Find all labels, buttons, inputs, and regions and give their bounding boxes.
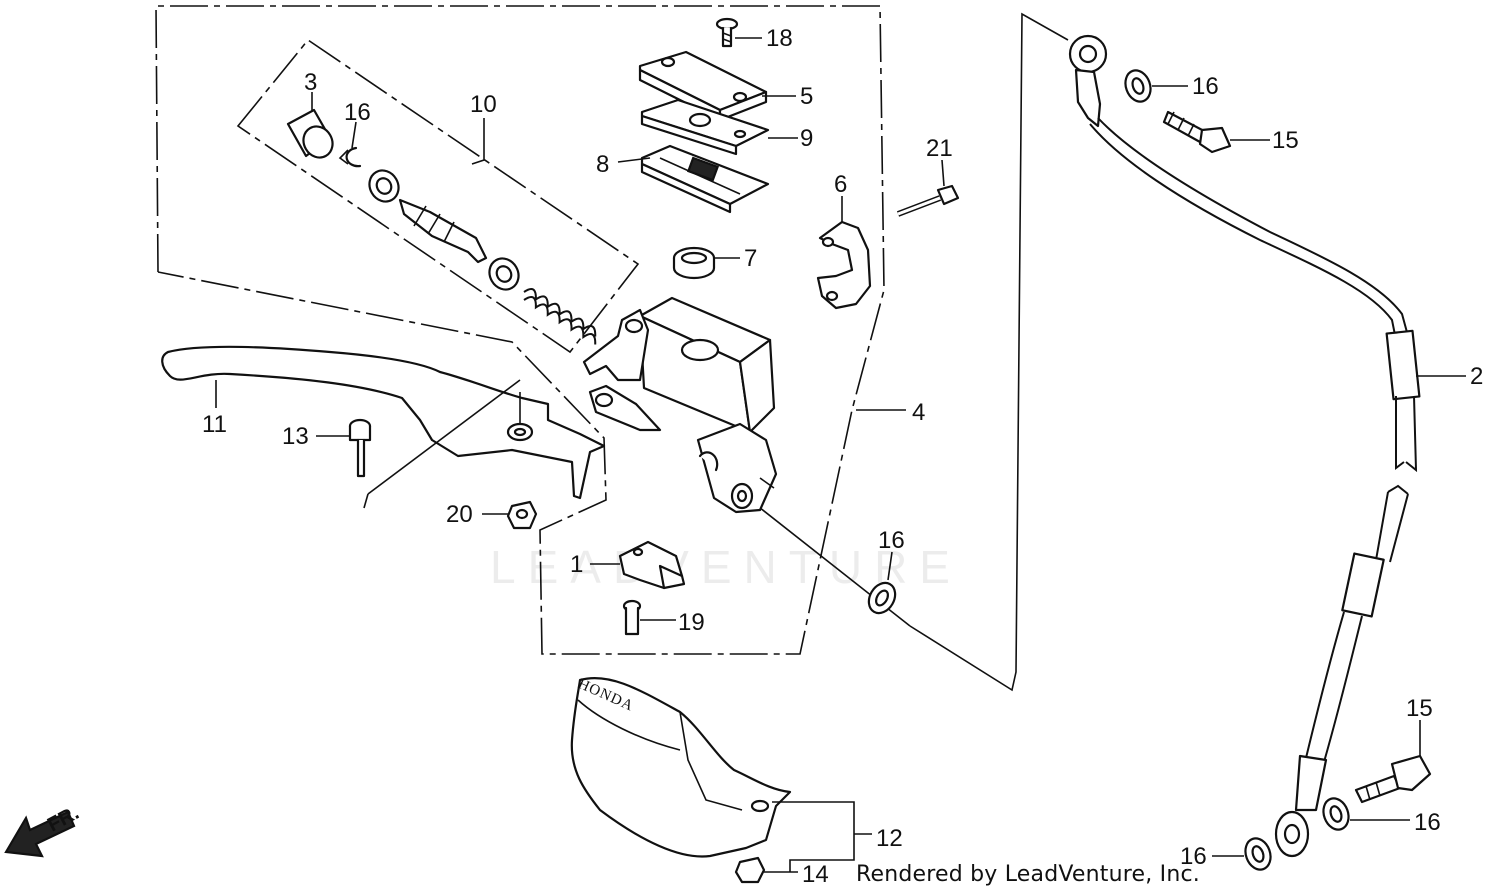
callout-2: 2 bbox=[1470, 363, 1483, 390]
lever-pivot-guide bbox=[367, 379, 521, 495]
cap-screw bbox=[715, 17, 739, 48]
brake-lever bbox=[161, 345, 606, 500]
callout-16-lower-left: 16 bbox=[1180, 843, 1207, 870]
front-direction-arrow: FR. bbox=[4, 802, 83, 858]
callout-16-upper: 16 bbox=[1192, 73, 1219, 100]
callout-17: 16 bbox=[344, 99, 371, 126]
diaphragm-plate bbox=[640, 98, 770, 156]
callout-21: 21 bbox=[926, 135, 953, 162]
piston-spring bbox=[523, 287, 597, 345]
hand-guard-nut bbox=[734, 856, 766, 884]
sealing-washer-middle bbox=[867, 581, 897, 615]
callout-8: 8 bbox=[596, 151, 609, 178]
holder-bolt bbox=[896, 184, 960, 217]
callout-16-middle: 16 bbox=[878, 527, 905, 554]
callout-20: 20 bbox=[446, 501, 473, 528]
sealing-washer-lower-left bbox=[1244, 837, 1272, 871]
watermark-text: LEADVENTURE bbox=[490, 541, 962, 593]
banjo-bolt-upper bbox=[1162, 110, 1232, 154]
callout-1: 1 bbox=[570, 551, 583, 578]
callout-14: 14 bbox=[802, 861, 829, 888]
switch-screw bbox=[622, 599, 642, 636]
brake-hose bbox=[1068, 34, 1421, 858]
sealing-washer-lower-right bbox=[1322, 797, 1350, 831]
lever-pivot-bolt bbox=[348, 418, 372, 478]
hand-guard bbox=[570, 676, 792, 858]
piston bbox=[398, 198, 488, 264]
banjo-bolt-lower bbox=[1354, 754, 1432, 804]
dust-boot bbox=[286, 108, 334, 159]
callout-labels: 3 16 10 18 5 9 8 7 6 21 16 15 2 4 11 13 … bbox=[202, 25, 1483, 888]
circlip bbox=[338, 146, 362, 168]
callout-4: 4 bbox=[912, 399, 925, 426]
callout-10: 10 bbox=[470, 91, 497, 118]
diaphragm bbox=[640, 144, 770, 214]
callout-9: 9 bbox=[800, 125, 813, 152]
lever-pivot-nut bbox=[506, 500, 538, 530]
hose-group-outline bbox=[909, 12, 1069, 692]
callout-15-lower: 15 bbox=[1406, 695, 1433, 722]
callout-18: 18 bbox=[766, 25, 793, 52]
master-cylinder-group-outline bbox=[155, 5, 885, 655]
brake-light-switch bbox=[618, 540, 686, 590]
callout-3: 3 bbox=[304, 69, 317, 96]
callout-7: 7 bbox=[744, 245, 757, 272]
callout-6: 6 bbox=[834, 171, 847, 198]
leader-lines bbox=[215, 37, 1466, 873]
reservoir-cap bbox=[638, 50, 768, 122]
master-cylinder-holder bbox=[816, 220, 872, 310]
callout-15-upper: 15 bbox=[1272, 127, 1299, 154]
piston-cup bbox=[488, 257, 520, 291]
callout-19: 19 bbox=[678, 609, 705, 636]
callout-12: 12 bbox=[876, 825, 903, 852]
callout-5: 5 bbox=[800, 83, 813, 110]
master-cylinder-body bbox=[582, 296, 778, 514]
callout-13: 13 bbox=[282, 423, 309, 450]
piston-washer bbox=[368, 169, 400, 203]
callout-11: 11 bbox=[202, 411, 227, 438]
callout-16-lower-right: 16 bbox=[1414, 809, 1441, 836]
credit-line: Rendered by LeadVenture, Inc. bbox=[856, 862, 1200, 887]
sealing-washer-upper bbox=[1124, 69, 1152, 103]
lever-pivot-guide-2 bbox=[363, 493, 369, 509]
seal-ring-7 bbox=[672, 246, 716, 280]
piston-kit-outline bbox=[236, 38, 640, 354]
